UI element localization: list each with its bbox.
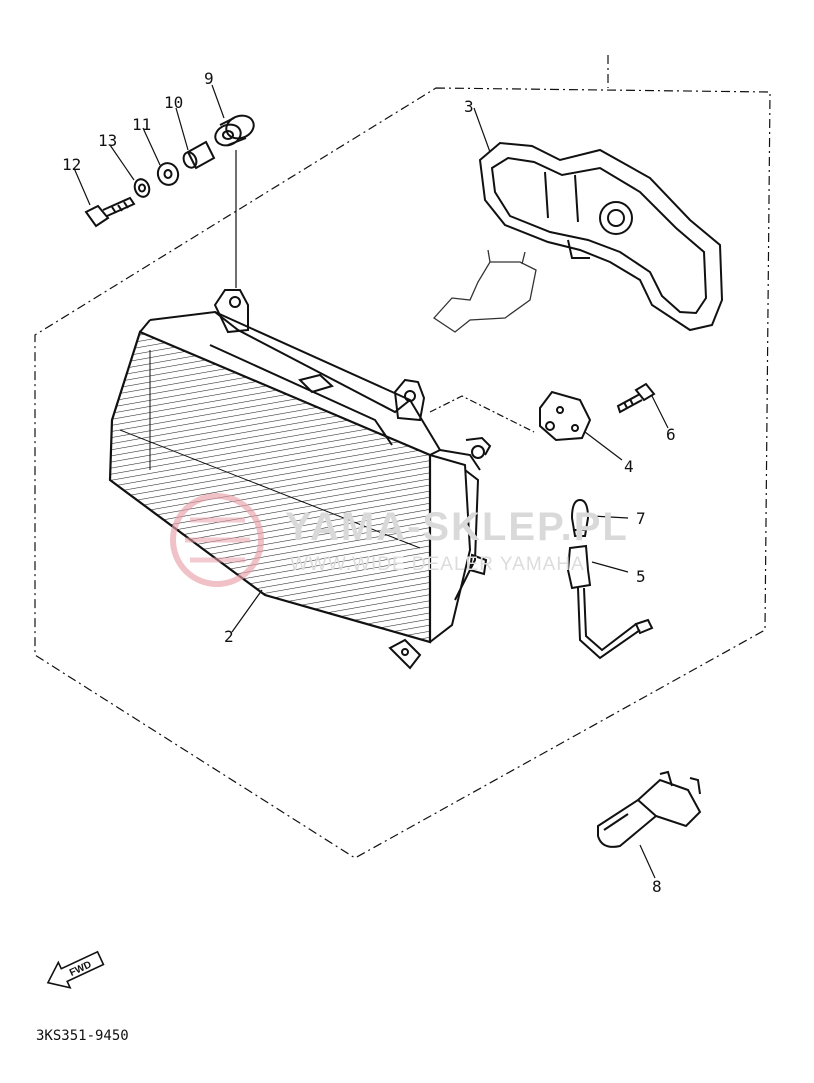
socket-cord-5 [566,544,654,660]
watermark-line-1: YAMA-SKLEP.PL [285,505,629,549]
label-part-9: 9 [204,69,214,88]
label-part-2: 2 [224,627,234,646]
label-part-11: 11 [132,115,151,134]
socket-4 [539,390,592,442]
watermark-line-2: WWW.WIDE DEALER YAMAHA [290,554,585,575]
label-part-10: 10 [164,93,183,112]
collar-10 [182,140,216,170]
label-part-3: 3 [464,97,474,116]
leader-4-dashed [429,395,535,433]
label-part-7: 7 [636,509,646,528]
label-part-13: 13 [98,131,117,150]
bulb-7 [570,498,590,537]
bolt-12 [84,196,136,228]
label-part-8: 8 [652,877,662,896]
grommet-9 [214,114,255,147]
leaders [73,84,669,879]
lock-washer-13 [133,178,151,198]
label-part-6: 6 [666,425,676,444]
bulb-sketch [433,249,537,333]
watermark: YAMA-SKLEP.PL WWW.WIDE DEALER YAMAHA [170,493,629,587]
screw-6 [616,382,656,414]
headlight-unit [108,289,492,670]
label-part-4: 4 [624,457,634,476]
washer-11 [156,162,180,186]
label-part-5: 5 [636,567,646,586]
assembly-outline [34,55,771,859]
drawing-code: 3KS351-9450 [36,1028,129,1044]
cover-3 [478,141,724,332]
bulb-8 [597,770,702,848]
label-part-12: 12 [62,155,81,174]
forward-arrow-icon: FWD [46,950,105,989]
